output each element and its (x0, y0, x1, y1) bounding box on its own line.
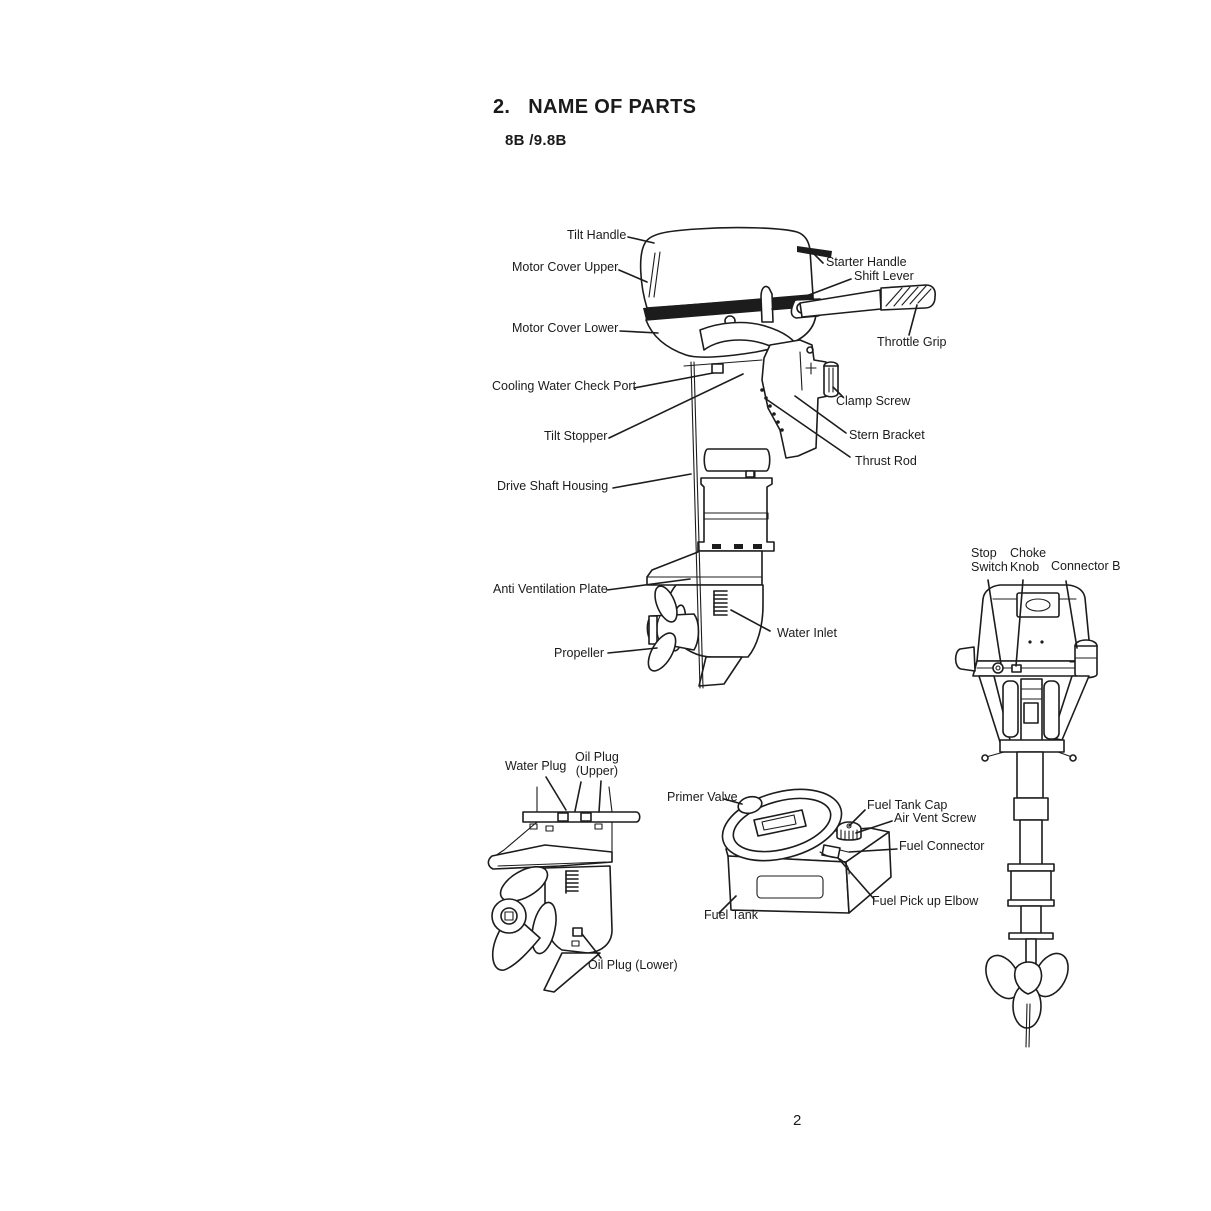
model-designation: 8B /9.8B (505, 132, 567, 149)
label-tilt-stopper: Tilt Stopper (544, 429, 608, 443)
label-water-plug: Water Plug (505, 759, 567, 773)
fuel-tank-diagram (721, 788, 892, 914)
label-starter-handle: Starter Handle (826, 255, 907, 269)
starter-handle-shape (797, 246, 832, 258)
section-title: 2. NAME OF PARTS (493, 96, 696, 119)
water-inlet-shape (713, 590, 728, 616)
label-drive-shaft-housing: Drive Shaft Housing (497, 479, 609, 493)
oil-plug-lower-shape (572, 927, 583, 937)
section-number: 2. (493, 96, 511, 118)
label-cooling-water-check-port: Cooling Water Check Port (492, 379, 637, 393)
rear-cowl-shape (976, 584, 1092, 662)
label-clamp-screw: Clamp Screw (836, 394, 911, 408)
propeller-shape (654, 585, 678, 623)
stern-bracket-shape (761, 339, 829, 459)
drive-shaft-housing-shape (697, 477, 775, 552)
leader-lines (545, 236, 1078, 959)
water-plug-shape (557, 812, 569, 822)
oil-plug-upper-shape (580, 812, 592, 822)
label-primer-valve: Primer Valve (667, 790, 738, 804)
motor-cover-upper-shape (639, 226, 814, 309)
label-motor-cover-lower: Motor Cover Lower (512, 321, 619, 335)
label-air-vent-screw: Air Vent Screw (894, 811, 976, 825)
label-tilt-handle: Tilt Handle (567, 228, 627, 242)
air-vent-screw-shape (846, 823, 852, 829)
label-stop-switch: Stop Switch (971, 546, 1008, 574)
rear-tiller-stub-shape (954, 646, 976, 672)
lower-unit-diagram (487, 786, 641, 993)
label-fuel-tank: Fuel Tank (704, 908, 758, 922)
tilt-stopper-shape (703, 448, 771, 472)
label-stern-bracket: Stern Bracket (849, 428, 925, 442)
label-anti-ventilation-plate: Anti Ventilation Plate (493, 582, 608, 596)
label-throttle-grip: Throttle Grip (877, 335, 947, 349)
label-shift-lever: Shift Lever (854, 269, 914, 283)
lower-propeller-shape (499, 866, 549, 902)
label-water-inlet: Water Inlet (777, 626, 837, 640)
section-title-text: NAME OF PARTS (528, 96, 697, 118)
label-thrust-rod: Thrust Rod (855, 454, 917, 468)
label-oil-plug-upper: Oil Plug (Upper) (575, 750, 619, 778)
page-number: 2 (793, 1112, 802, 1129)
primer-valve-shape (737, 795, 763, 815)
label-propeller: Propeller (554, 646, 605, 660)
label-fuel-pick-up-elbow: Fuel Pick up Elbow (872, 894, 979, 908)
shift-lever-shape (760, 285, 774, 323)
lower-water-inlet-shape (565, 870, 579, 894)
propeller-hub-shape (648, 615, 658, 645)
label-fuel-tank-cap: Fuel Tank Cap (867, 798, 948, 812)
skeg-shape (698, 656, 743, 687)
label-motor-cover-upper: Motor Cover Upper (512, 260, 619, 274)
label-fuel-connector: Fuel Connector (899, 839, 985, 853)
label-oil-plug-lower: Oil Plug (Lower) (588, 958, 678, 972)
stop-switch-shape (992, 662, 1004, 674)
label-connector-b: Connector B (1051, 559, 1121, 573)
label-choke-knob: Choke Knob (1010, 546, 1047, 574)
anti-ventilation-plate-shape (646, 550, 763, 586)
fuel-connector-shape (821, 844, 841, 859)
rear-view-diagram (954, 584, 1098, 1048)
side-view-diagram (639, 226, 936, 689)
